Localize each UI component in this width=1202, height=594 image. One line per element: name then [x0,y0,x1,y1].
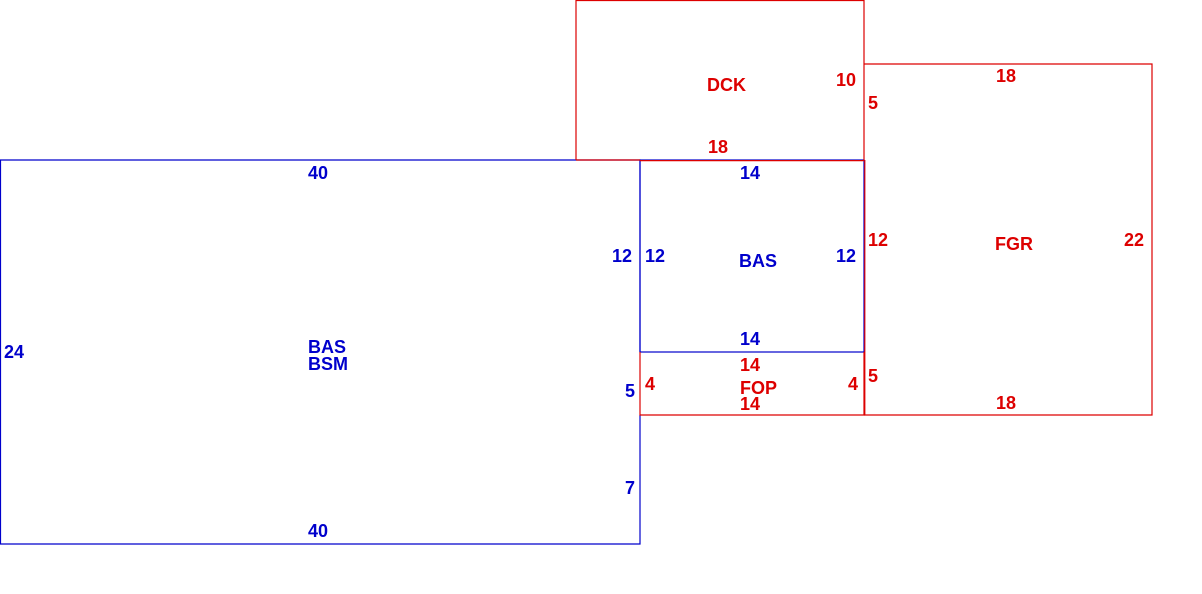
dck-right-dimension: 10 [836,70,856,90]
bas-bottom-dimension: 14 [740,329,760,349]
bas-area-code: BAS [739,251,777,271]
fgr-left-upper-dimension: 5 [868,93,878,113]
bas-bsm-area-code-1: BAS [308,337,346,357]
fop-outline [639,352,865,416]
fop-bottom-dimension: 14 [740,394,760,414]
bas-bsm-left-dimension: 24 [4,342,24,362]
fgr-left-middle-dimension: 12 [868,230,888,250]
fgr-top-dimension: 18 [996,66,1016,86]
fop-left-dimension: 4 [645,374,655,394]
bas-right-dimension: 12 [836,246,856,266]
fgr-right-dimension: 22 [1124,230,1144,250]
fgr-bottom-dimension: 18 [996,393,1016,413]
fgr-left-lower-dimension: 5 [868,366,878,386]
fgr-area-code: FGR [995,234,1033,254]
fop-right-dimension: 4 [848,374,858,394]
dck-outline [575,0,865,160]
fgr-outline [864,63,1153,416]
bas-bsm-area-code-2: BSM [308,354,348,374]
fop-top-dimension: 14 [740,355,760,375]
bas-bsm-top-dimension: 40 [308,163,328,183]
bas-bsm-right-middle-dimension: 5 [625,381,635,401]
bas-bsm-right-lower-dimension: 7 [625,478,635,498]
dck-bottom-dimension: 18 [708,137,728,157]
bas-bsm-bottom-dimension: 40 [308,521,328,541]
dck-area-code: DCK [707,75,746,95]
bas-left-dimension: 12 [645,246,665,266]
bas-top-dimension: 14 [740,163,760,183]
bas-bsm-right-upper-dimension: 12 [612,246,632,266]
fop-area-code: FOP [740,378,777,398]
